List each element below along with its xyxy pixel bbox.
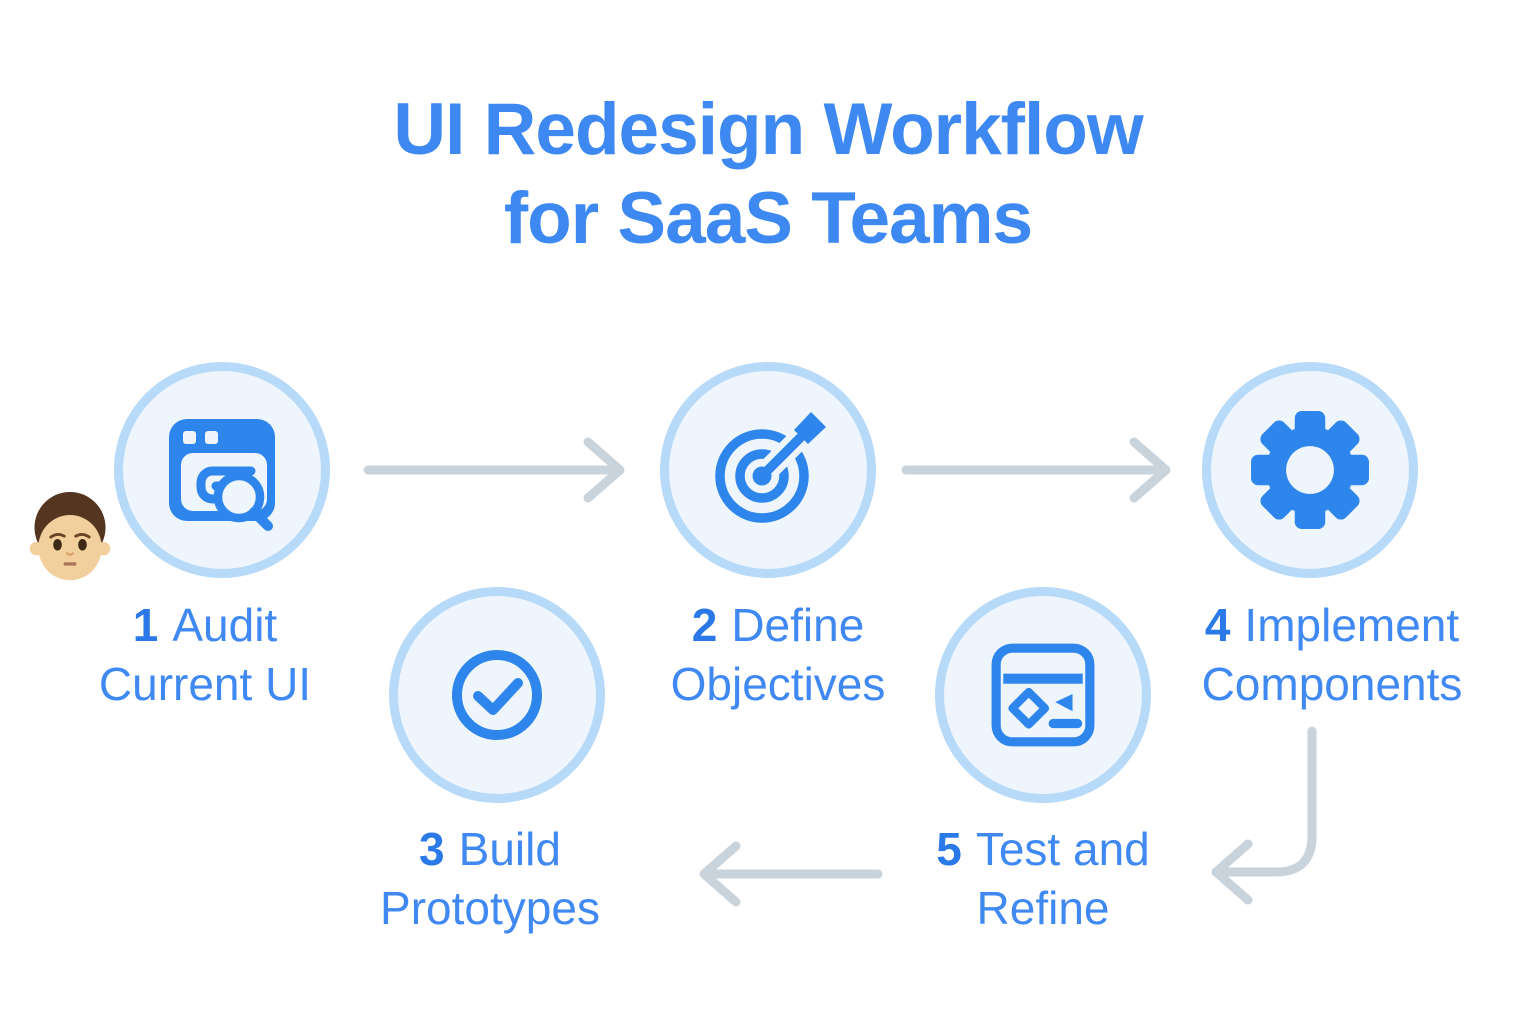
step3-number: 3 <box>419 823 445 875</box>
step5-number: 5 <box>936 823 962 875</box>
step2-circle <box>660 362 876 578</box>
target-arrow-icon <box>715 412 826 523</box>
person-emoji <box>29 491 111 581</box>
arrow-step2-to-step4 <box>901 437 1171 503</box>
arrow-step5-to-step3 <box>699 841 883 907</box>
step4-label-text: Implement Components <box>1201 599 1463 710</box>
step2-number: 2 <box>691 599 718 651</box>
step1-circle <box>114 362 330 578</box>
step2-label-text: Define Objectives <box>670 599 886 710</box>
page-title: UI Redesign Workflow for SaaS Teams <box>0 85 1536 263</box>
title-line-1: UI Redesign Workflow <box>393 89 1143 170</box>
step3-label-text: Build Prototypes <box>380 823 600 934</box>
step4-circle <box>1202 362 1418 578</box>
arrow-step1-to-step2 <box>363 437 625 503</box>
step4-number: 4 <box>1204 599 1231 651</box>
step1-number: 1 <box>132 599 159 651</box>
gear-icon <box>1251 411 1369 529</box>
browser-search-icon <box>169 419 275 531</box>
step3-circle <box>389 587 605 803</box>
browser-window-shapes-icon <box>991 643 1095 747</box>
step1-label-text: Audit Current UI <box>98 599 312 710</box>
arrow-step4-to-step5 <box>1211 726 1317 905</box>
step5-circle <box>935 587 1151 803</box>
check-circle-icon <box>452 650 542 740</box>
title-line-2: for SaaS Teams <box>503 178 1033 260</box>
step5-label-text: Test and Refine <box>975 823 1150 934</box>
